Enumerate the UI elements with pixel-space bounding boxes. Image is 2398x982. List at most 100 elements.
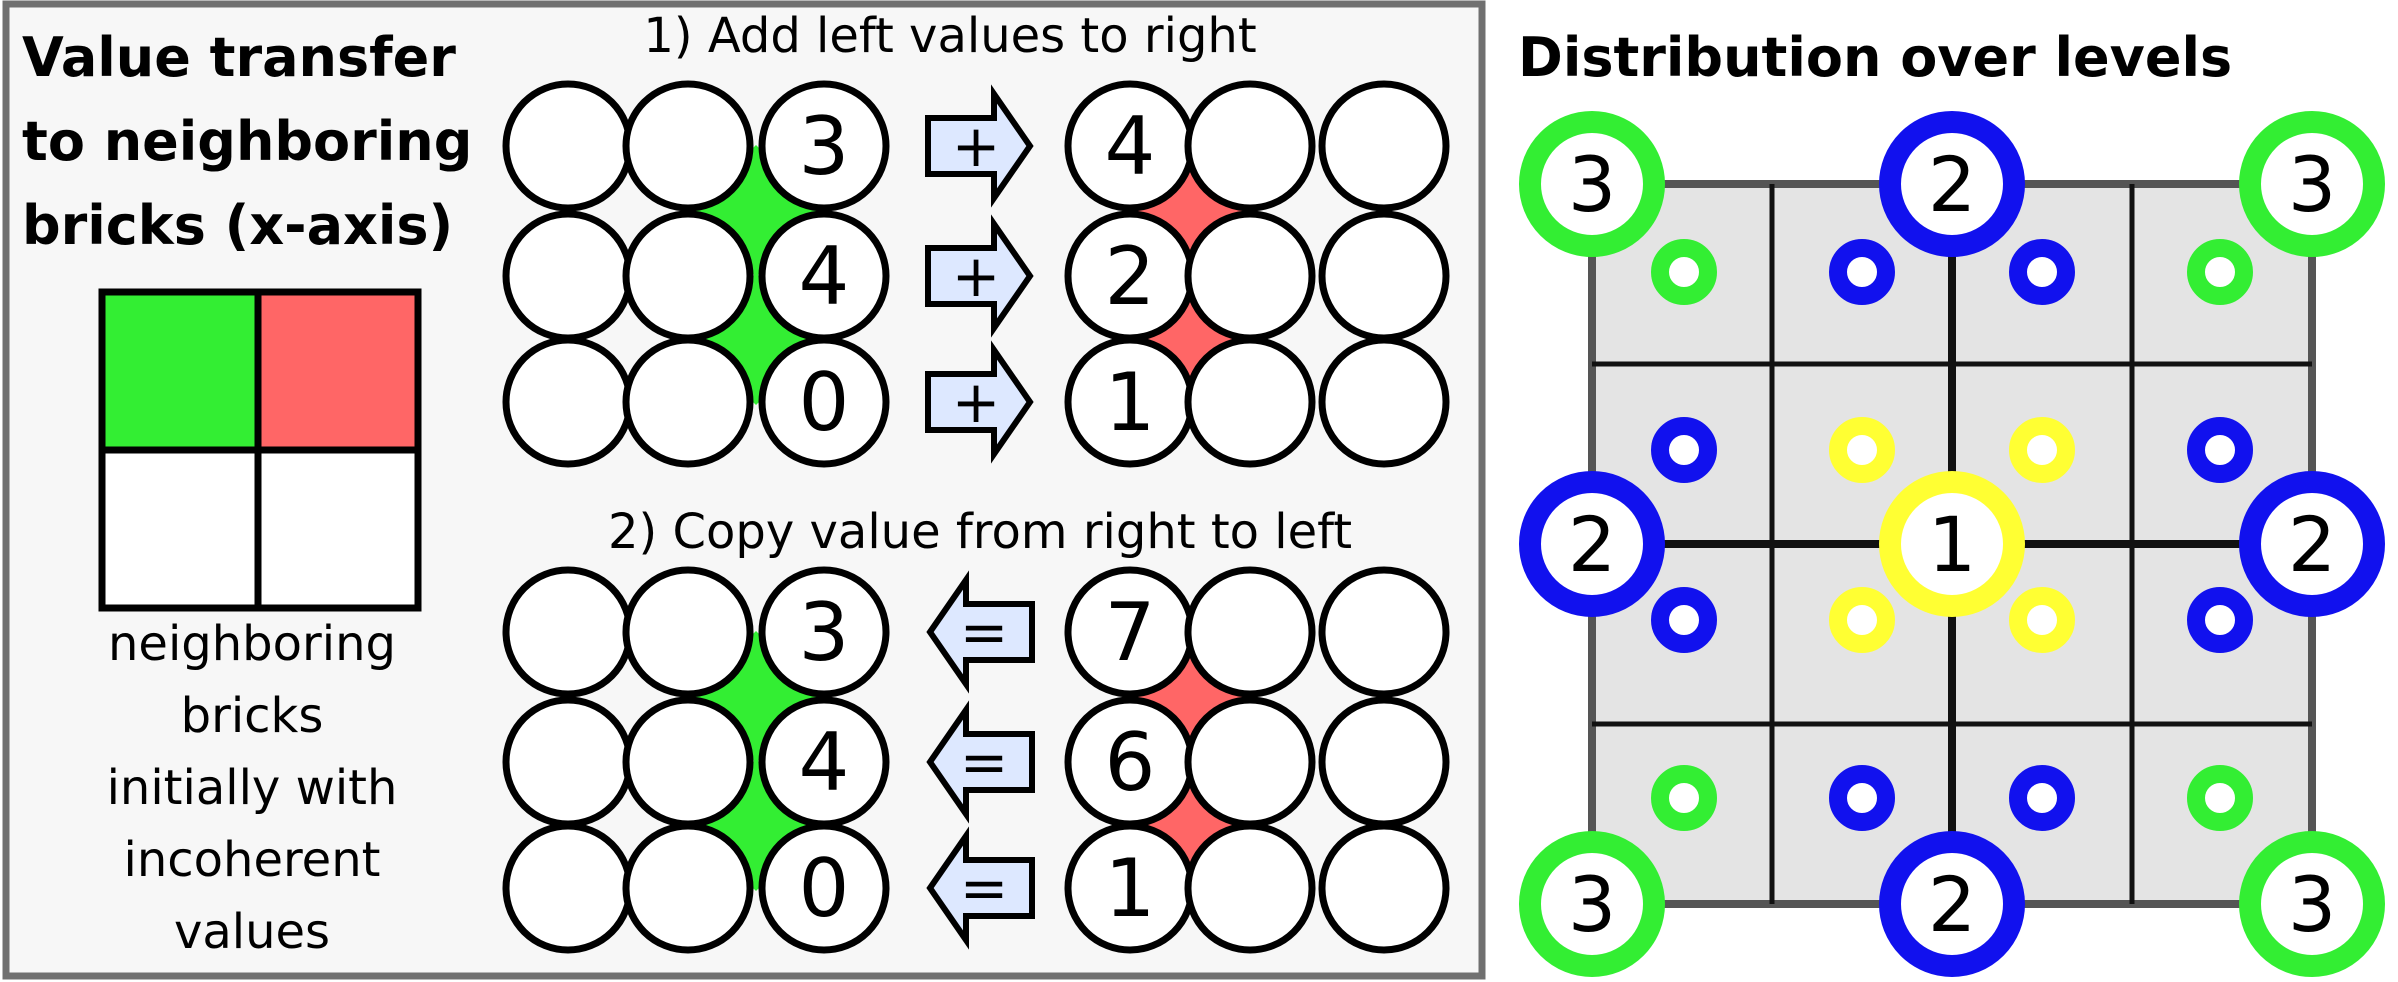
level2-ring-left-value: 2 bbox=[1568, 500, 1616, 589]
step1-right-value-2: 2 bbox=[1105, 230, 1156, 323]
level2-ring-bottom: 2 bbox=[1879, 831, 2025, 977]
level1-small-ring-icon bbox=[1829, 587, 1895, 653]
left-title-line-1: Value transfer bbox=[22, 26, 456, 89]
level1-small-ring-icon bbox=[2009, 587, 2075, 653]
level2-small-ring-icon bbox=[1829, 765, 1895, 831]
level2-ring-top-value: 2 bbox=[1928, 140, 1976, 229]
level2-ring-top: 2 bbox=[1879, 111, 2025, 257]
legend-cell-red bbox=[258, 292, 418, 448]
level3-ring-top-right: 3 bbox=[2239, 111, 2385, 257]
level3-ring-bottom-left-value: 3 bbox=[1568, 860, 1616, 949]
step2-row3-left-arrow-icon: = bbox=[926, 826, 1035, 950]
step1-left-brick-circle bbox=[622, 80, 754, 212]
step2-row1-left-arrow-icon: = bbox=[926, 570, 1035, 694]
level2-small-ring-icon bbox=[1651, 417, 1717, 483]
left-panel: Value transfer to neighboring bricks (x-… bbox=[2, 0, 1486, 980]
step1-row1-operator-symbol: + bbox=[952, 112, 1001, 180]
step1-right-brick-circle bbox=[1184, 80, 1316, 212]
level1-small-ring-icon bbox=[1829, 417, 1895, 483]
level1-ring-center: 1 bbox=[1879, 471, 2025, 617]
step1-right-value-1: 4 bbox=[1105, 100, 1156, 193]
level2-small-ring-icon bbox=[1651, 587, 1717, 653]
step1-right-brick-circle bbox=[1184, 336, 1316, 468]
step2-right-value-3: 1 bbox=[1105, 842, 1156, 935]
level3-ring-bottom-right: 3 bbox=[2239, 831, 2385, 977]
level3-small-ring-icon bbox=[1651, 239, 1717, 305]
step1-left-grid bbox=[502, 80, 890, 468]
step2-left-brick-circle bbox=[502, 822, 634, 954]
step1-right-brick-circle bbox=[1318, 210, 1450, 342]
step1-right-grid bbox=[1064, 80, 1450, 468]
step2-left-brick-circle bbox=[758, 822, 890, 954]
level2-ring-bottom-value: 2 bbox=[1928, 860, 1976, 949]
step2-left-grid bbox=[502, 566, 890, 954]
legend-caption-line-5: values bbox=[174, 904, 330, 960]
step2-left-value-1: 3 bbox=[799, 586, 850, 679]
step1-row3-right-arrow-icon: + bbox=[925, 340, 1034, 464]
step1-row2-right-arrow-icon: + bbox=[925, 214, 1034, 338]
step2-left-brick-circle bbox=[502, 566, 634, 698]
legend-caption-line-1: neighboring bbox=[108, 616, 396, 672]
step2-right-value-2: 6 bbox=[1105, 716, 1156, 809]
step2-right-brick-circle bbox=[1318, 566, 1450, 698]
step1-row1-right-arrow-icon: + bbox=[925, 84, 1034, 208]
legend-cell-green bbox=[102, 292, 258, 448]
level2-small-ring-icon bbox=[2009, 765, 2075, 831]
step2-left-brick-circle bbox=[622, 566, 754, 698]
step2-row3-operator-symbol: = bbox=[960, 854, 1009, 922]
step2-row1-operator-symbol: = bbox=[960, 598, 1009, 666]
legend-cell-white-right bbox=[258, 448, 418, 608]
level2-small-ring-icon bbox=[1829, 239, 1895, 305]
level2-ring-right-value: 2 bbox=[2288, 500, 2336, 589]
legend-caption-line-4: incoherent bbox=[124, 832, 381, 888]
step2-left-brick-circle bbox=[622, 822, 754, 954]
step1-title: 1) Add left values to right bbox=[643, 8, 1256, 64]
level1-small-ring-icon bbox=[2009, 417, 2075, 483]
step1-left-brick-circle bbox=[502, 336, 634, 468]
step1-left-value-3: 0 bbox=[799, 356, 850, 449]
level2-ring-right: 2 bbox=[2239, 471, 2385, 617]
step2-right-brick-circle bbox=[1318, 822, 1450, 954]
level3-ring-top-right-value: 3 bbox=[2288, 140, 2336, 229]
level3-small-ring-icon bbox=[2187, 765, 2253, 831]
step2-right-value-1: 7 bbox=[1105, 586, 1156, 679]
step2-left-brick-circle bbox=[622, 696, 754, 828]
left-title-line-2: to neighboring bbox=[22, 110, 472, 173]
level3-ring-bottom-right-value: 3 bbox=[2288, 860, 2336, 949]
step2-right-brick-circle bbox=[1318, 696, 1450, 828]
legend-cell-white-left bbox=[102, 448, 258, 608]
step1-left-brick-circle bbox=[758, 80, 890, 212]
step2-right-brick-circle bbox=[1184, 696, 1316, 828]
step1-left-value-1: 3 bbox=[799, 100, 850, 193]
step1-row3-operator-symbol: + bbox=[952, 368, 1001, 436]
step1-right-brick-circle bbox=[1318, 80, 1450, 212]
step1-right-value-3: 1 bbox=[1105, 356, 1156, 449]
step1-left-brick-circle bbox=[622, 336, 754, 468]
right-title: Distribution over levels bbox=[1518, 26, 2232, 89]
level3-ring-top-left-value: 3 bbox=[1568, 140, 1616, 229]
step1-left-brick-circle bbox=[502, 210, 634, 342]
legend-caption-line-3: initially with bbox=[107, 760, 398, 816]
step2-left-value-3: 0 bbox=[799, 842, 850, 935]
level2-ring-left: 2 bbox=[1519, 471, 1665, 617]
step1-row2-operator-symbol: + bbox=[952, 242, 1001, 310]
step2-left-brick-circle bbox=[502, 696, 634, 828]
step2-title: 2) Copy value from right to left bbox=[608, 504, 1352, 560]
step1-left-brick-circle bbox=[502, 80, 634, 212]
level2-small-ring-icon bbox=[2009, 239, 2075, 305]
level-markers: 3 3 3 3 2 2 2 2 1 bbox=[1519, 111, 2385, 977]
step1-right-brick-circle bbox=[1184, 210, 1316, 342]
brick-legend bbox=[98, 288, 422, 612]
legend-caption-line-2: bricks bbox=[181, 688, 324, 744]
level2-small-ring-icon bbox=[2187, 417, 2253, 483]
step2-row2-left-arrow-icon: = bbox=[926, 700, 1035, 824]
step2-left-value-2: 4 bbox=[799, 716, 850, 809]
step2-row2-operator-symbol: = bbox=[960, 728, 1009, 796]
level1-ring-center-value: 1 bbox=[1928, 500, 1976, 589]
step2-right-brick-circle bbox=[1184, 822, 1316, 954]
level3-small-ring-icon bbox=[2187, 239, 2253, 305]
level3-ring-top-left: 3 bbox=[1519, 111, 1665, 257]
level3-small-ring-icon bbox=[1651, 765, 1717, 831]
